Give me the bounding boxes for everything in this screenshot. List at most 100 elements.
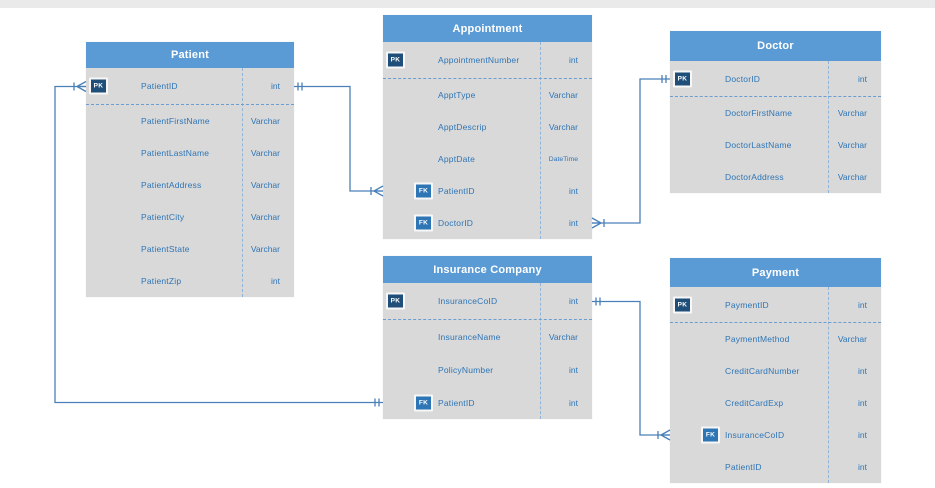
attribute-type: Varchar [837, 108, 867, 118]
attribute-row[interactable]: CreditCardNumber int [670, 355, 881, 387]
attribute-row[interactable]: ApptDate DateTime [383, 143, 592, 175]
attribute-name: InsuranceCoID [438, 296, 498, 306]
attribute-type: int [858, 462, 867, 472]
column-separator [540, 283, 541, 419]
attribute-name: DoctorID [438, 218, 474, 228]
relationship-connector[interactable] [592, 297, 671, 441]
entity-header[interactable]: Patient [86, 42, 294, 68]
entity-header[interactable]: Payment [670, 258, 881, 287]
attribute-type: int [569, 55, 578, 65]
pk-badge: PK [386, 292, 405, 310]
attribute-row[interactable]: PatientCity Varchar [86, 201, 294, 233]
pk-badge: PK [386, 51, 405, 69]
fk-badge: FK [414, 182, 433, 200]
attribute-name: DoctorAddress [725, 172, 784, 182]
attribute-row[interactable]: FK DoctorID int [383, 207, 592, 239]
column-separator [828, 61, 829, 193]
attribute-name: CreditCardExp [725, 398, 784, 408]
attribute-type: Varchar [250, 212, 280, 222]
attribute-name: PatientAddress [141, 180, 202, 190]
fk-badge: FK [414, 214, 433, 232]
attribute-name: PatientZip [141, 276, 182, 286]
entity-header[interactable]: Appointment [383, 15, 592, 42]
attribute-name: InsuranceCoID [725, 430, 785, 440]
attribute-row[interactable]: PolicyNumber int [383, 353, 592, 386]
attribute-type: int [569, 364, 578, 375]
attribute-type: Varchar [548, 331, 578, 342]
relationship-connector[interactable] [591, 75, 670, 229]
attribute-row[interactable]: DoctorFirstName Varchar [670, 97, 881, 129]
attribute-name: PaymentID [725, 299, 769, 310]
attribute-name: PatientID [141, 81, 178, 91]
attribute-type: int [858, 73, 867, 84]
attribute-name: DoctorFirstName [725, 108, 793, 118]
attribute-type: int [858, 398, 867, 408]
relationship-connector[interactable] [54, 80, 383, 407]
attribute-name: PatientLastName [141, 148, 210, 158]
attribute-row[interactable]: PK PaymentID int [670, 287, 881, 323]
fk-badge: FK [701, 426, 720, 444]
entity-header[interactable]: Doctor [670, 31, 881, 61]
column-separator [828, 287, 829, 483]
pk-badge: PK [673, 296, 692, 313]
attribute-type: DateTime [548, 155, 578, 163]
fk-badge: FK [414, 394, 433, 411]
attribute-row[interactable]: DoctorAddress Varchar [670, 161, 881, 193]
attribute-type: int [858, 299, 867, 310]
attribute-name: PatientID [438, 397, 475, 408]
column-separator [540, 42, 541, 239]
attribute-type: int [569, 218, 578, 228]
pk-badge: PK [673, 70, 692, 87]
entity-header[interactable]: Insurance Company [383, 256, 592, 283]
attribute-name: ApptDate [438, 154, 476, 164]
attribute-name: PatientID [725, 462, 762, 472]
attribute-type: Varchar [837, 172, 867, 182]
attribute-name: PatientState [141, 244, 190, 254]
attribute-row[interactable]: CreditCardExp int [670, 387, 881, 419]
attribute-type: int [858, 430, 867, 440]
attribute-name: CreditCardNumber [725, 366, 800, 376]
attribute-row[interactable]: FK PatientID int [383, 175, 592, 207]
attribute-name: PaymentMethod [725, 334, 790, 344]
attribute-name: ApptDescrip [438, 122, 487, 132]
attribute-type: int [569, 186, 578, 196]
relationship-connector[interactable] [294, 82, 384, 197]
attribute-row[interactable]: PatientID int [670, 451, 881, 483]
attribute-type: int [271, 81, 280, 91]
attribute-row[interactable]: FK InsuranceCoID int [670, 419, 881, 451]
attribute-row[interactable]: ApptDescrip Varchar [383, 111, 592, 143]
attribute-type: Varchar [548, 122, 578, 132]
column-separator [242, 68, 243, 297]
attribute-name: PolicyNumber [438, 364, 494, 375]
attribute-type: Varchar [837, 140, 867, 150]
attribute-type: Varchar [250, 116, 280, 126]
attribute-name: PatientID [438, 186, 475, 196]
attribute-type: int [858, 366, 867, 376]
attribute-name: PatientCity [141, 212, 185, 222]
